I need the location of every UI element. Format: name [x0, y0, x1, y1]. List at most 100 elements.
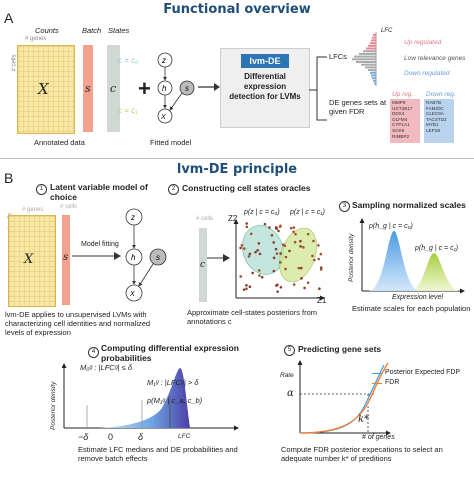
gene-name: OLFM4 — [392, 116, 408, 122]
step-3-number: 3 — [339, 201, 350, 212]
counts-x-symbol: X — [38, 80, 49, 98]
de-genes-label: DE genes sets at given FDR — [329, 98, 387, 116]
legend-fdr-swatch — [372, 383, 382, 384]
m0-label: M₀ᵍ : |LFCᵍ| ≤ δ — [80, 363, 133, 372]
step4-xlabel: LFC — [178, 433, 191, 440]
step4-ylabel: Posterior density — [50, 381, 57, 430]
latent-space-plot — [233, 219, 325, 301]
latent-point — [248, 285, 252, 289]
batch-s-symbol: s — [85, 82, 91, 95]
lfc-histogram-bar — [372, 77, 376, 80]
lfc-histogram-bar — [373, 34, 376, 36]
latent-point — [251, 271, 254, 275]
step-2-description: Approximate cell-states posteriors from … — [187, 308, 318, 326]
latent-point — [278, 261, 282, 264]
latent-point — [242, 288, 246, 291]
latent-point — [312, 258, 316, 262]
step2-cells-label: # cells — [196, 216, 214, 222]
latent-point — [256, 249, 259, 252]
latent-point — [312, 239, 315, 243]
batch-column — [83, 45, 93, 132]
latent-point — [260, 275, 264, 279]
down-reg-label: Down reg. — [426, 91, 456, 98]
pz-c1-label: p(z | c = c₁) — [289, 209, 326, 216]
latent-point — [319, 252, 323, 256]
latent-point — [299, 245, 302, 248]
latent-point — [245, 287, 248, 290]
legend-pefdr-label: Posterior Expected FDP — [385, 369, 461, 376]
delta-tick: δ — [138, 432, 144, 442]
latent-point — [275, 284, 278, 287]
counts-label: Counts — [35, 26, 59, 35]
lfc-histogram-bar — [370, 71, 376, 74]
legend-pefdr-swatch — [372, 373, 382, 374]
step1-x-symbol: X — [24, 252, 34, 267]
latent-point — [292, 230, 295, 234]
latent-point — [284, 267, 287, 271]
up-regulated-label: Up regulated — [404, 39, 442, 46]
lfc-histogram-bar — [359, 52, 376, 55]
step-1-number: 1 — [36, 184, 47, 195]
step-2-number: 2 — [168, 184, 179, 195]
fitted-model-label: Fitted model — [150, 138, 192, 147]
latent-point — [257, 269, 261, 272]
latent-point — [275, 252, 279, 255]
gene-name: TACSTD2 — [426, 116, 447, 122]
batch-label: Batch — [82, 26, 102, 35]
step-5-description: Compute FDR posterior expecations to sel… — [281, 445, 443, 463]
genes-axis-label: # genes — [25, 36, 47, 42]
latent-point — [299, 239, 302, 243]
latent-point — [306, 232, 310, 236]
latent-point — [302, 246, 305, 249]
principle-title: lvm-DE principle — [176, 162, 298, 177]
latent-point — [274, 247, 278, 251]
latent-point — [258, 274, 261, 277]
state-c1-label: c = c₁ — [118, 106, 138, 115]
plus-sign: + — [138, 76, 151, 101]
m1-label: M₁ᵍ : |LFCᵍ| > δ — [147, 378, 199, 387]
low-relevance-label: Low relevance genes — [404, 55, 466, 62]
latent-point — [249, 232, 253, 236]
step-1-title: Latent variable model of choice — [50, 182, 148, 202]
fdr-rate-plot — [297, 360, 391, 436]
gene-name: RIMBP2 — [392, 133, 410, 139]
latent-point — [300, 277, 303, 280]
latent-point — [319, 268, 323, 271]
step2-arrow — [207, 254, 230, 262]
latent-point — [239, 246, 242, 250]
svg-text:h: h — [162, 84, 167, 93]
latent-point — [258, 252, 262, 256]
step3-ylabel: Posterior density — [348, 233, 355, 282]
latent-point — [281, 243, 285, 246]
gene-name: DDX4 — [392, 111, 405, 117]
pz-c0-label: p(z | c = c₀) — [243, 209, 281, 216]
z1-axis-label: Z1 — [317, 296, 327, 305]
panel-a-label: A — [4, 10, 14, 26]
lfc-histogram-bar — [373, 79, 376, 82]
ph-c1-label: p(h_g | c = c₁) — [415, 245, 459, 252]
lfc-histogram-bar — [356, 61, 376, 63]
step-5-number: 5 — [284, 345, 295, 356]
latent-point — [278, 225, 282, 228]
section-divider — [0, 158, 474, 159]
scales-density-plot — [359, 218, 465, 294]
gene-name: FAM20C — [426, 105, 444, 111]
lfc-histogram-bar — [352, 58, 376, 61]
latent-point — [303, 286, 306, 290]
state-c0-label: c = c₀ — [118, 56, 139, 65]
svg-text:h: h — [131, 253, 136, 262]
states-c-symbol: c — [110, 82, 117, 95]
latent-point — [318, 287, 321, 291]
latent-point — [245, 222, 249, 225]
gene-name: RAB7B — [426, 100, 442, 105]
lfc-histogram-bar — [371, 74, 376, 77]
lfc-histogram-bar — [371, 39, 376, 42]
svg-text:X: X — [160, 114, 166, 121]
fitted-model-graph: z h X s — [157, 52, 195, 124]
step-4-number: 4 — [88, 347, 99, 358]
step-5-title: Predicting gene sets — [298, 344, 382, 354]
model-fitting-arrow — [72, 252, 121, 260]
gene-name: LEP1B — [426, 127, 441, 133]
